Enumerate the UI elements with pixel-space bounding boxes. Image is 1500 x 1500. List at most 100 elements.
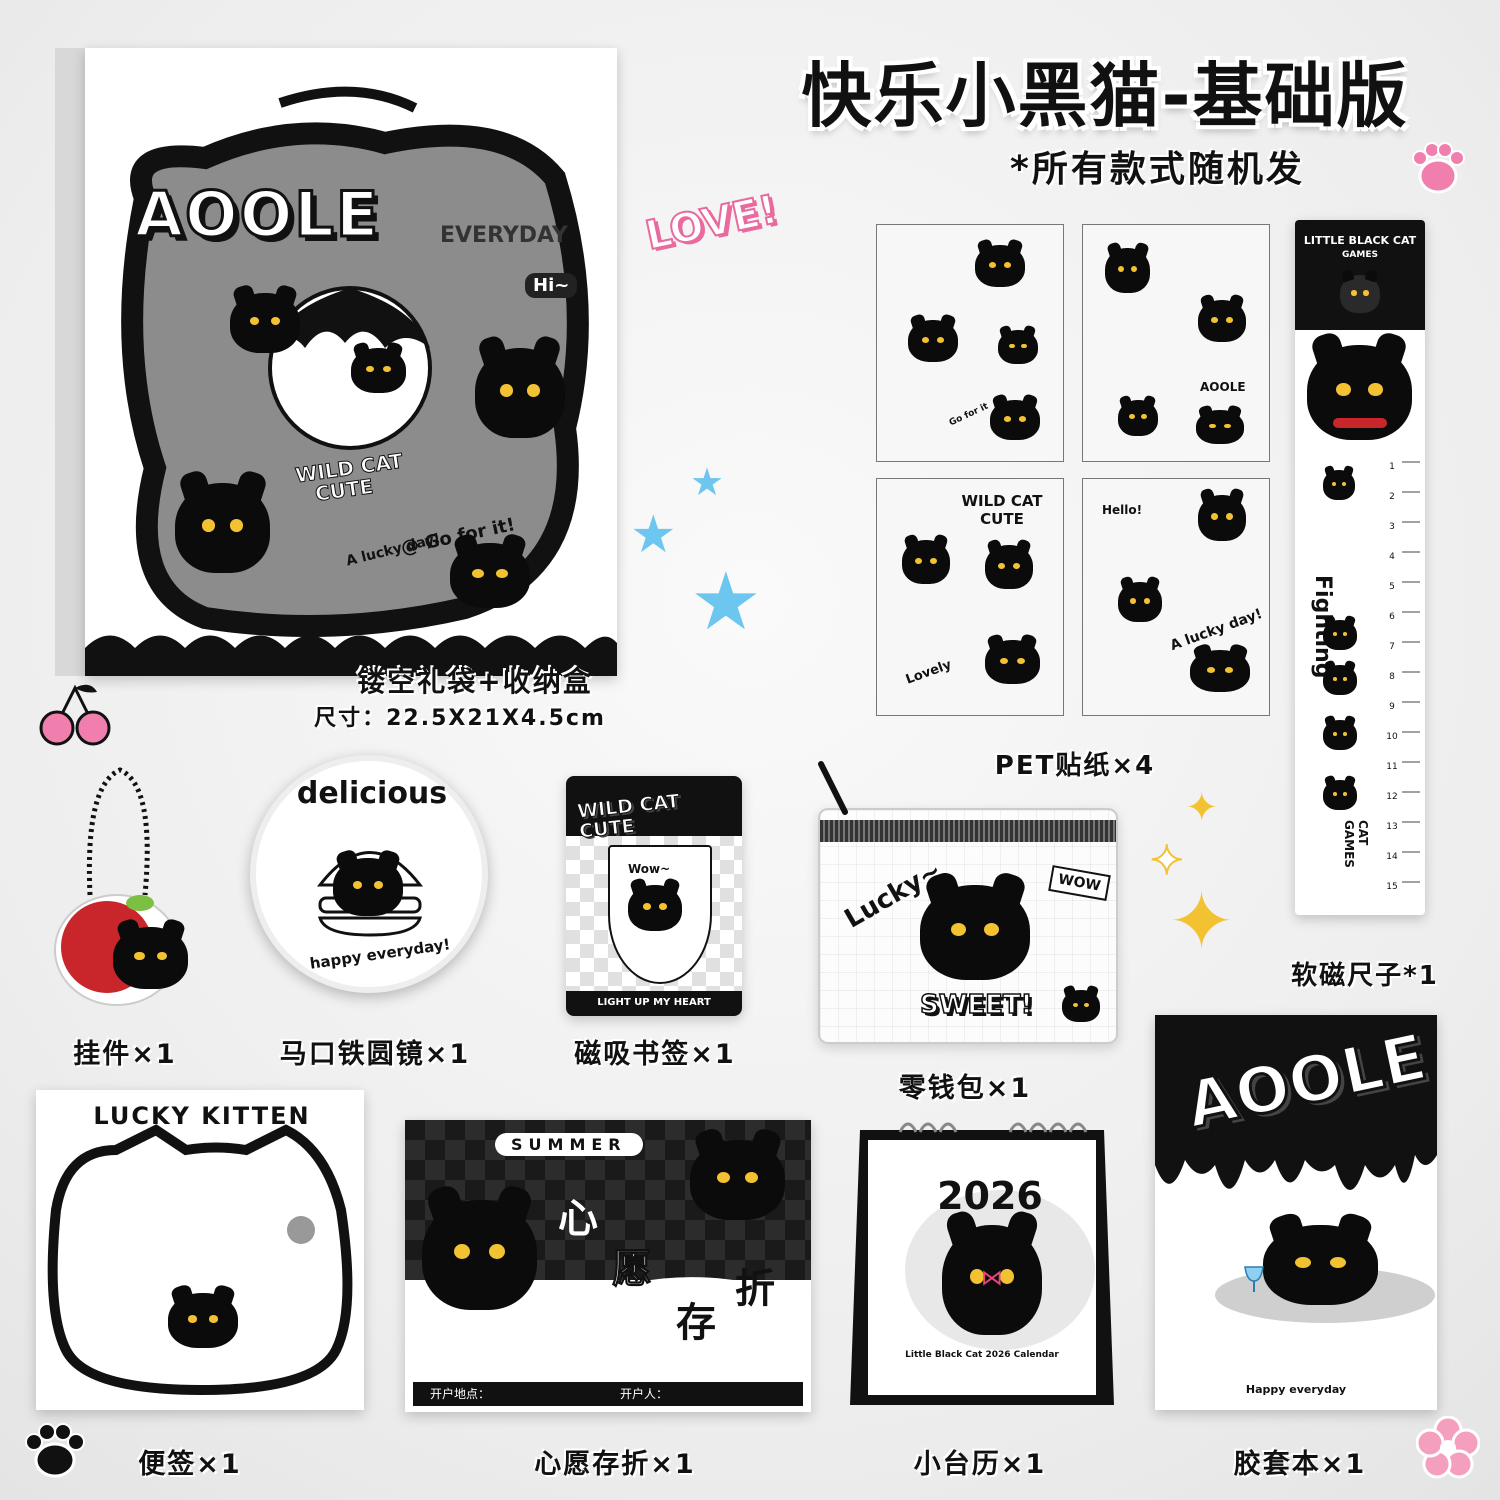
mirror-top-text: delicious: [296, 776, 448, 811]
ruler-tick: 12: [1386, 792, 1398, 802]
ruler-cat: [1323, 620, 1357, 650]
bag-cat-2: [175, 483, 270, 573]
sparkle-icon: ✦: [1185, 785, 1219, 831]
sticker-text-wildcat: WILD CAT CUTE: [961, 492, 1043, 528]
calendar-caption: Little Black Cat 2026 Calendar: [905, 1350, 1059, 1360]
bag-text-hi: Hi~: [525, 273, 578, 298]
sticker-cat: [1118, 582, 1162, 622]
sticker-cat: [1198, 300, 1246, 342]
ruler-tick: 7: [1389, 642, 1395, 652]
ruler-cat: [1323, 720, 1357, 750]
desk-calendar: 2026 ⋈ Little Black Cat 2026 Calendar: [850, 1110, 1114, 1412]
ruler-cat: [1323, 470, 1355, 500]
calendar-cat: [942, 1225, 1042, 1335]
flower-pink-icon: [1415, 1415, 1481, 1480]
sticker-cat: [985, 640, 1040, 684]
ruler-tick: 14: [1386, 852, 1398, 862]
passbook-field-1: 开户地点：: [430, 1387, 491, 1401]
pouch-zipper: [820, 820, 1116, 842]
mirror-cat: [333, 858, 403, 916]
calendar-label: 小台历×1: [913, 1449, 1047, 1480]
cherry-icon: [35, 680, 115, 750]
sticker-cat: [908, 320, 958, 362]
page-title: 快乐小黑猫-基础版: [801, 55, 1409, 137]
ruler-tick: 1: [1389, 462, 1395, 472]
sticker-text-hello: Hello!: [1102, 503, 1143, 517]
passbook-cat-main: [422, 1200, 537, 1310]
star-icon: ★: [690, 555, 762, 648]
sticker-cat: [1118, 400, 1158, 436]
sticker-text-aoole: AOOLE: [1200, 380, 1246, 394]
pouch-cat: [920, 885, 1030, 980]
paw-pink-icon: [1408, 140, 1468, 196]
notebook-glass-icon: [1243, 1265, 1265, 1295]
ruler-cat: [1323, 665, 1357, 695]
pouch-text-sweet: SWEET!: [919, 989, 1033, 1021]
passbook-label: 心愿存折×1: [534, 1449, 696, 1480]
star-icon: ★: [690, 460, 725, 504]
gift-bag: AOOLE EVERYDAY Hi~ WILD CAT CUTE @ Go fo…: [55, 48, 617, 676]
ruler-tick: 9: [1389, 702, 1395, 712]
bag-size: 尺寸：22.5X21X4.5cm: [314, 706, 606, 731]
keychain-label: 挂件×1: [73, 1039, 177, 1070]
ruler-tick: 15: [1386, 882, 1398, 892]
bookmark-bubble: Wow~: [628, 862, 671, 876]
sticker-cat: [1196, 410, 1244, 444]
calendar-year: 2026: [937, 1174, 1043, 1218]
ruler-tick-labels: 1 2 3 4 5 6 7 8 9 10 11 12 13 14 15: [1384, 452, 1400, 902]
pouch-cat-small: [1062, 990, 1100, 1022]
sticker-cat: [998, 330, 1038, 364]
sticker-cat: [985, 545, 1033, 589]
ruler-tick: 2: [1389, 492, 1395, 502]
ruler-cat: [1323, 780, 1357, 810]
bag-cat-5: [351, 348, 406, 393]
ruler-footer: CAT GAMES: [1342, 820, 1370, 868]
bag-cat-3: [450, 543, 530, 608]
passbook-field-2: 开户人：: [620, 1387, 669, 1401]
sticker-cat: [1198, 495, 1246, 541]
pvc-notebook: AOOLE Happy everyday: [1155, 1015, 1437, 1410]
passbook-char-2: 愿: [612, 1246, 653, 1293]
bag-label: 镂空礼袋+收纳盒: [357, 665, 593, 698]
sticker-cat: [990, 400, 1040, 440]
bag-brand: AOOLE: [133, 177, 381, 253]
bookmark-bottom-text: LIGHT UP MY HEART: [597, 997, 711, 1008]
sparkle-icon: ✦: [1149, 837, 1184, 885]
memo-header: LUCKY KITTEN: [93, 1102, 311, 1130]
memo-cat-outline: [47, 1124, 353, 1396]
ruler-tick: 5: [1389, 582, 1395, 592]
passbook-cat-cloud: [690, 1140, 785, 1220]
ruler-tick: 3: [1389, 522, 1395, 532]
mirror-label: 马口铁圆镜×1: [279, 1039, 471, 1070]
paw-black-icon: [22, 1420, 88, 1480]
notebook-label: 胶套本×1: [1233, 1449, 1367, 1480]
sticker-cat: [1190, 650, 1250, 692]
passbook-badge: SUMMER: [495, 1133, 643, 1156]
ruler-tick: 6: [1389, 612, 1395, 622]
sparkle-icon: ✦: [1168, 875, 1236, 968]
ruler-scale: 1 2 3 4 5 6 7 8 9 10 11 12 13 14 15: [1380, 452, 1420, 910]
page-subtitle: *所有款式随机发: [1010, 149, 1305, 190]
bag-cat-1: [475, 348, 565, 438]
ruler-label: 软磁尺子*1: [1291, 961, 1439, 991]
ruler-header-sub: GAMES: [1342, 250, 1378, 260]
ruler-tick: 8: [1389, 672, 1395, 682]
ruler-cat-top: [1340, 275, 1380, 313]
sticker-cat: [902, 540, 950, 584]
keychain-cat: [113, 927, 188, 989]
calendar-bow-icon: ⋈: [981, 1266, 1003, 1291]
ruler-header: LITTLE BLACK CAT: [1303, 234, 1417, 247]
ruler-tick: 4: [1389, 552, 1395, 562]
love-text: LOVE!: [641, 186, 783, 261]
ruler-tick: 13: [1386, 822, 1398, 832]
bookmark-label: 磁吸书签×1: [574, 1039, 736, 1070]
keychain: [45, 765, 195, 1015]
passbook-char-3: 存: [676, 1300, 716, 1346]
ruler-tick: 10: [1386, 732, 1398, 742]
memo-cat: [168, 1293, 238, 1348]
pouch-label: 零钱包×1: [898, 1073, 1032, 1104]
stickers-label: PET贴纸×4: [994, 751, 1156, 781]
zipper-pull-icon: [815, 760, 855, 820]
magnetic-ruler: LITTLE BLACK CAT GAMES Fighting CAT GAME…: [1295, 220, 1425, 915]
sticker-cat: [975, 245, 1025, 287]
